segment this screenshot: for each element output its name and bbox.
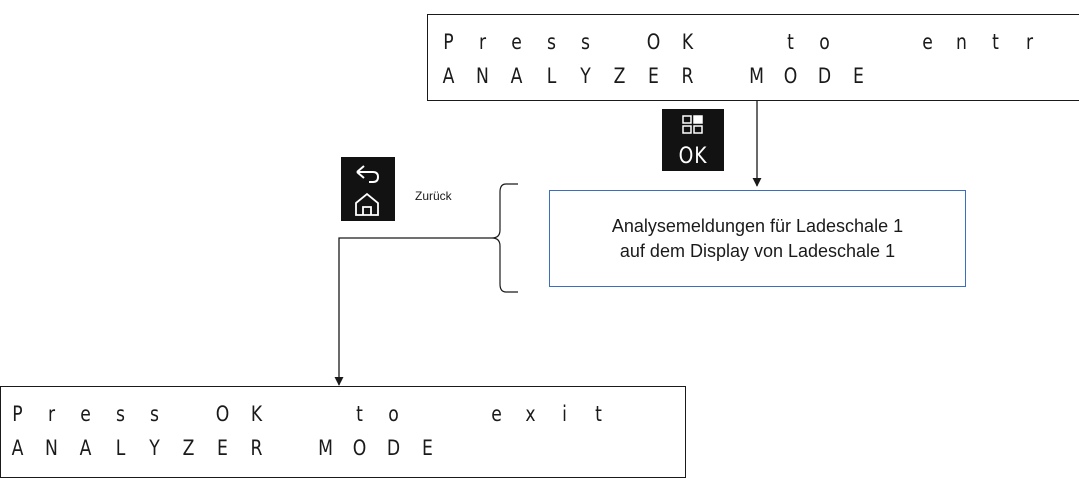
grid-icon <box>682 115 703 134</box>
bottom-display-line1-char: x <box>525 402 536 426</box>
top-display-line1-char: O <box>646 30 661 54</box>
top-display-line2-char: R <box>681 64 694 88</box>
bottom-display-line2-char: L <box>115 436 125 460</box>
bottom-display-line1-char: K <box>251 402 263 426</box>
bottom-display-line1-char: r <box>48 402 56 426</box>
ok-key-label: OK <box>678 144 708 169</box>
top-display-line1-char: P <box>443 30 454 54</box>
bottom-display-line1-char: t <box>595 402 603 426</box>
bottom-display-line2-char: Z <box>182 436 195 460</box>
bottom-display-line1-char: o <box>388 402 399 426</box>
bottom-display-line1-char: P <box>12 402 23 426</box>
top-display-line1-char: t <box>992 30 1000 54</box>
bottom-display-line2-char: M <box>317 436 333 460</box>
top-display-line1-char: s <box>580 30 590 54</box>
top-display-line2-char: L <box>546 64 556 88</box>
bottom-display-line1-char: s <box>115 402 125 426</box>
bottom-display-line1-char: i <box>562 402 568 426</box>
top-display-line1-char: r <box>1026 30 1034 54</box>
bottom-display-line2-char: D <box>387 436 401 460</box>
home-icon <box>355 192 379 216</box>
bottom-display-line1-char: O <box>215 402 230 426</box>
bottom-display-line1-char: s <box>149 402 159 426</box>
message-line1: Analysemeldungen für Ladeschale 1 <box>611 215 904 236</box>
bottom-display-line2-char: A <box>79 436 92 460</box>
top-display-line2-char: E <box>648 64 660 88</box>
bottom-display-line2-char: O <box>352 436 367 460</box>
back-arrow-icon <box>356 165 380 183</box>
top-display-line2-char: Z <box>613 64 626 88</box>
bottom-display-line2-char: Y <box>149 436 160 460</box>
bottom-display-line1-char: t <box>356 402 363 426</box>
top-display-line2-char: N <box>476 64 490 88</box>
top-display-line2-char: O <box>783 64 798 88</box>
message-box: Analysemeldungen für Ladeschale 1 auf de… <box>549 190 966 287</box>
top-display-line1-char: o <box>819 30 830 54</box>
ok-key[interactable]: OK <box>662 109 724 171</box>
bottom-display-line2-char: E <box>422 436 434 460</box>
top-display-line1-char: t <box>787 30 794 54</box>
bottom-display-line2-char: R <box>250 436 263 460</box>
top-display-line2-char: A <box>442 64 455 88</box>
back-label: Zurück <box>415 189 452 203</box>
top-display-line2-char: A <box>510 64 523 88</box>
message-line2: auf dem Display von Ladeschale 1 <box>619 240 896 261</box>
top-display-line1-char: s <box>546 30 556 54</box>
top-display-line1-char: e <box>511 30 523 54</box>
top-display-line1-char: e <box>921 30 933 54</box>
back-home-key[interactable] <box>341 157 395 221</box>
bottom-display-line1-char: e <box>80 402 92 426</box>
top-display-line2-char: Y <box>580 64 591 88</box>
top-display-line1-char: K <box>682 30 694 54</box>
brace <box>491 183 518 293</box>
bottom-display-line1-char: e <box>490 402 502 426</box>
bottom-display-line2-char: A <box>11 436 24 460</box>
top-display-line1-char: r <box>479 30 487 54</box>
top-display-line2-char: M <box>748 64 764 88</box>
top-display-line2-char: D <box>818 64 832 88</box>
bottom-display-line2-char: N <box>45 436 59 460</box>
arrow-to-bottom-display <box>334 237 492 386</box>
top-display-line1-char: n <box>956 30 967 54</box>
top-display-line2-char: E <box>853 64 865 88</box>
bottom-display-line2-char: E <box>217 436 229 460</box>
